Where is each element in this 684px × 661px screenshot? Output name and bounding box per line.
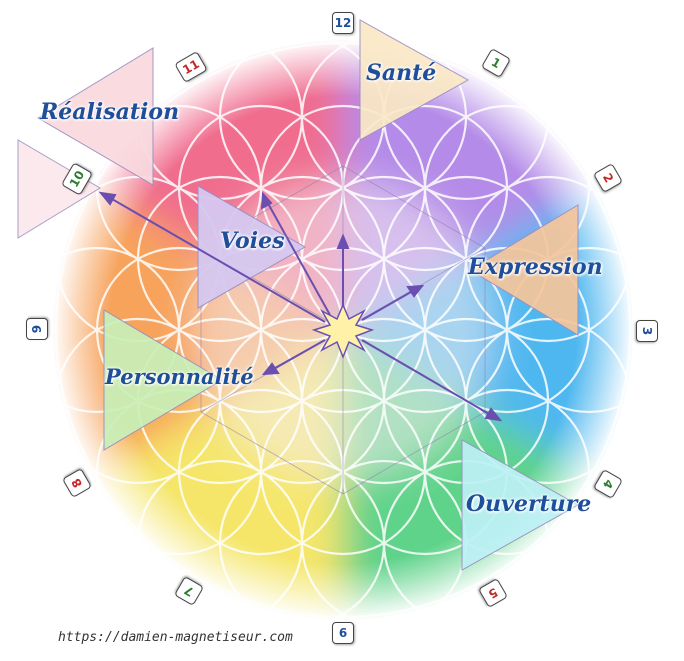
star-burst-icon: [311, 303, 375, 360]
arrow-to-realisation: [104, 194, 326, 323]
badge-12: 12: [332, 12, 354, 34]
arrow-to-ouverture: [361, 339, 497, 419]
label-voies: Voies: [220, 228, 285, 254]
arrow-head-expression: [406, 284, 425, 298]
arrow-head-realisation: [98, 191, 117, 206]
badge-3: 3: [636, 320, 658, 342]
triangle-voies: [197, 185, 307, 309]
website-url: https://damien-magnetiseur.com: [58, 630, 293, 645]
arrow-head-ouverture: [484, 407, 503, 422]
label-personnalite: Personnalité: [105, 364, 254, 389]
badge-9: 9: [26, 318, 48, 340]
badge-6: 6: [332, 622, 354, 644]
hex-edge: [342, 165, 486, 249]
arrow-head-voies: [260, 191, 273, 210]
outer-ring: [54, 41, 632, 619]
label-ouverture: Ouverture: [466, 491, 592, 517]
triangle-ouverture: [461, 439, 580, 571]
arrow-head-personnalite: [261, 362, 280, 376]
triangle-sante: [359, 19, 470, 141]
hex-edge: [342, 411, 486, 495]
triangle-realisation: [37, 47, 154, 186]
flower-circle: [505, 246, 673, 414]
triangle-expression: [469, 204, 579, 336]
arrow-to-expression: [361, 287, 419, 321]
arrow-to-voies: [264, 197, 331, 316]
label-sante: Santé: [366, 60, 437, 86]
hex-edge: [200, 411, 344, 495]
arrow-head-sante: [336, 233, 350, 249]
arrows: [98, 191, 503, 422]
triangle-personnalite: [103, 309, 223, 451]
label-realisation: Réalisation: [40, 99, 180, 125]
arrow-to-personnalite: [267, 339, 326, 373]
triangle-realisation-back: [17, 139, 101, 239]
label-expression: Expression: [468, 254, 603, 280]
